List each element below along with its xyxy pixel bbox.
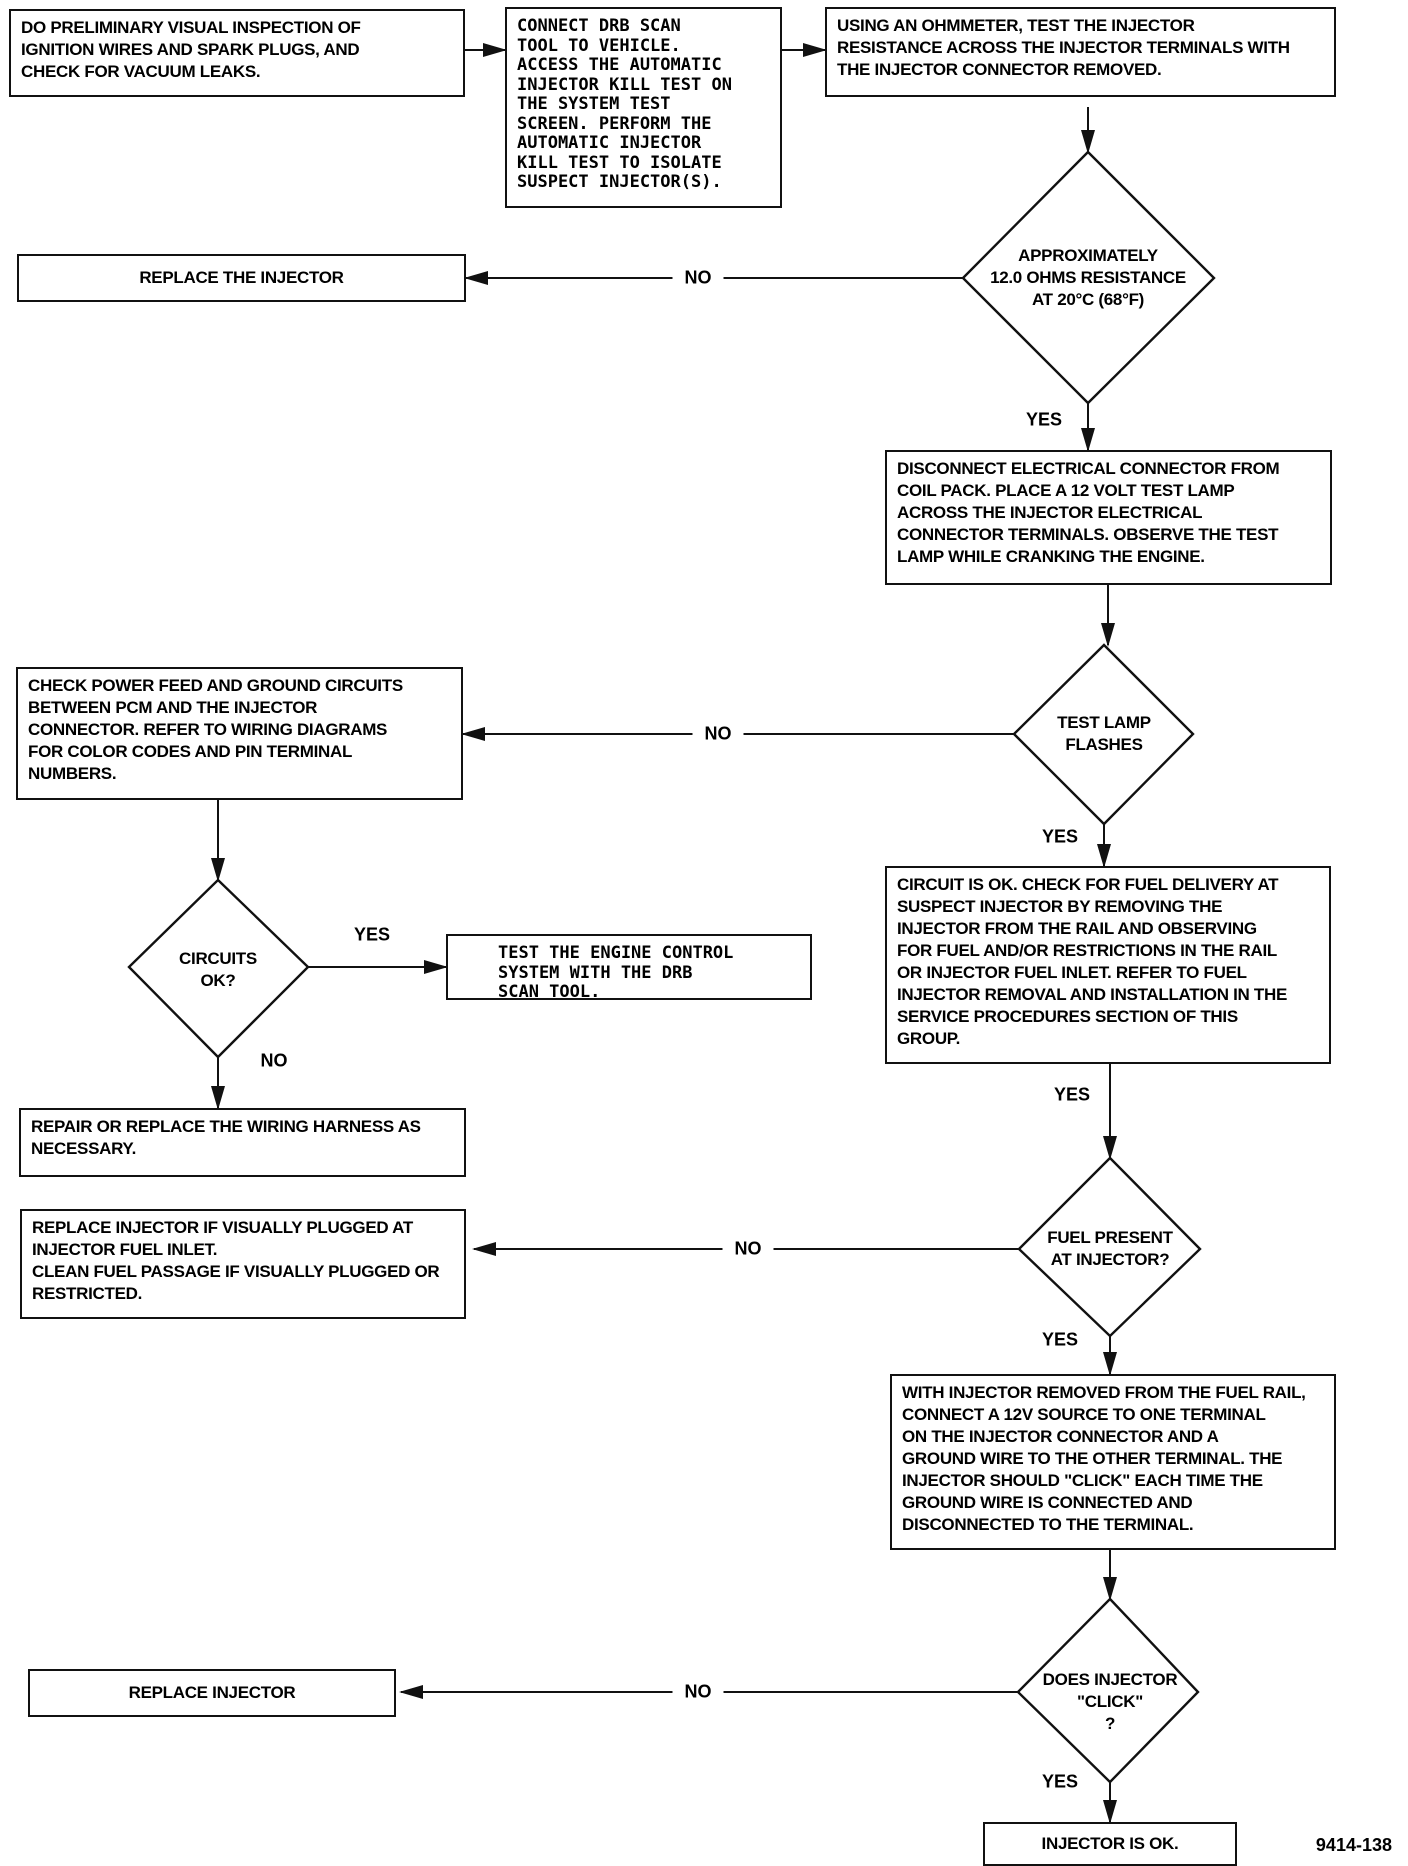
step-check-circuits: CHECK POWER FEED AND GROUND CIRCUITS BET…	[16, 667, 463, 800]
decision-fuel-shape	[1017, 1156, 1202, 1338]
result-test-engine-control: TEST THE ENGINE CONTROL SYSTEM WITH THE …	[446, 934, 812, 1002]
step-connect-scan-tool: CONNECT DRB SCAN TOOL TO VEHICLE. ACCESS…	[505, 7, 782, 208]
step-test-lamp: DISCONNECT ELECTRICAL CONNECTOR FROM COI…	[885, 450, 1332, 585]
result-injector-ok: INJECTOR IS OK.	[983, 1822, 1237, 1866]
label-circuits-yes: YES	[353, 924, 391, 945]
label-fueldelivery-yes: YES	[1053, 1084, 1091, 1105]
label-circuits-no: NO	[260, 1050, 288, 1071]
decision-resistance-text: APPROXIMATELY 12.0 OHMS RESISTANCE AT 20…	[990, 246, 1186, 309]
decision-circuits-text: CIRCUITS OK?	[179, 949, 257, 990]
label-resistance-no: NO	[672, 267, 724, 289]
label-fuel-no: NO	[722, 1238, 774, 1260]
label-fuel-yes: YES	[1041, 1329, 1079, 1350]
decision-fuel-text: FUEL PRESENT AT INJECTOR?	[1047, 1228, 1173, 1269]
decision-click-shape	[1016, 1597, 1200, 1784]
result-repair-harness: REPAIR OR REPLACE THE WIRING HARNESS AS …	[19, 1108, 466, 1177]
result-replace-injector: REPLACE INJECTOR	[28, 1669, 396, 1717]
step-fuel-delivery: CIRCUIT IS OK. CHECK FOR FUEL DELIVERY A…	[885, 866, 1331, 1064]
result-replace-the-injector: REPLACE THE INJECTOR	[17, 254, 466, 302]
decision-circuits-shape	[127, 878, 310, 1059]
decision-lamp-text: TEST LAMP FLASHES	[1057, 713, 1151, 754]
label-lamp-yes: YES	[1041, 826, 1079, 847]
step-ohmmeter-test: USING AN OHMMETER, TEST THE INJECTOR RES…	[825, 7, 1336, 97]
decision-lamp-shape	[1012, 643, 1195, 826]
step-preliminary-inspection: DO PRELIMINARY VISUAL INSPECTION OF IGNI…	[9, 9, 465, 97]
label-resistance-yes: YES	[1025, 409, 1063, 430]
label-click-no: NO	[672, 1681, 724, 1703]
figure-id: 9414-138	[1315, 1835, 1392, 1855]
decision-click-text: DOES INJECTOR "CLICK" ?	[1042, 1670, 1178, 1733]
decision-resistance-shape	[961, 150, 1216, 405]
label-lamp-no: NO	[692, 723, 744, 745]
label-click-yes: YES	[1041, 1771, 1079, 1792]
step-click-test: WITH INJECTOR REMOVED FROM THE FUEL RAIL…	[890, 1374, 1336, 1550]
result-replace-if-plugged: REPLACE INJECTOR IF VISUALLY PLUGGED AT …	[20, 1209, 466, 1319]
